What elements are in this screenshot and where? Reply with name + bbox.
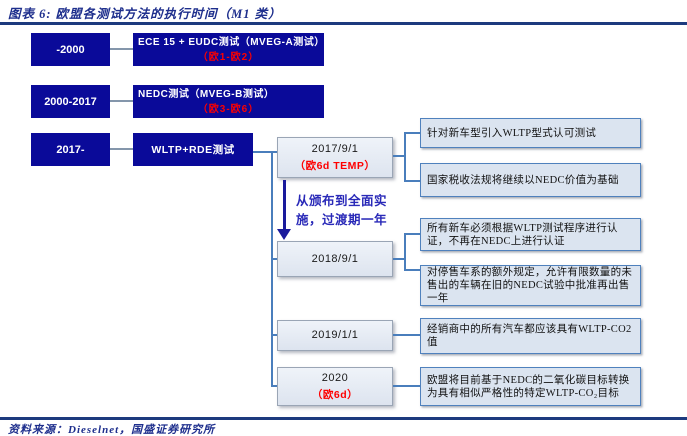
milestone-date: 2017/9/1 <box>311 143 359 155</box>
bracket-stub-line <box>404 269 420 271</box>
period-box-2017plus: 2017- <box>31 133 110 166</box>
tree-branch-line <box>271 258 277 260</box>
detail-box-end-of-series: 对停售车系的额外规定，允许有限数量的未售出的车辆在旧的NEDC试验中批准再出售一… <box>420 265 641 306</box>
milestone-date: 2020 <box>321 372 349 384</box>
bracket-feed-line <box>393 258 404 260</box>
tree-branch-line <box>271 334 277 336</box>
milestone-box-2020: 2020 （欧6d） <box>277 367 393 406</box>
tree-feed-line <box>253 151 277 153</box>
method-box-nedc: NEDC测试（MVEG-B测试） （欧3-欧6） <box>133 85 324 118</box>
milestone-box-2017-9-1: 2017/9/1 （欧6d TEMP） <box>277 137 393 178</box>
detail-box-new-models-wltp: 针对新车型引入WLTP型式认可测试 <box>420 118 641 148</box>
period-label: 2017- <box>56 143 85 156</box>
bracket-vertical-line <box>404 233 406 271</box>
detail-text: 欧盟将目前基于NEDC的二氧化碳目标转换为具有相似严格性的特定WLTP-CO₂目… <box>427 374 630 399</box>
bracket-vertical-line <box>404 132 406 182</box>
period-method-connector <box>110 100 133 102</box>
period-box-pre2000: -2000 <box>31 33 110 66</box>
detail-box-tax-nedc: 国家税收法规将继续以NEDC价值为基础 <box>420 163 641 197</box>
period-label: 2000-2017 <box>44 95 97 108</box>
transition-arrow <box>283 180 286 229</box>
method-box-ece-eudc: ECE 15 + EUDC测试（MVEG-A测试） （欧1-欧2） <box>133 33 324 66</box>
bracket-stub-line <box>404 132 420 134</box>
detail-text: 对停售车系的额外规定，允许有限数量的未售出的车辆在旧的NEDC试验中批准再出售一… <box>427 267 633 304</box>
branch-line-2019 <box>393 334 420 336</box>
method-label: ECE 15 + EUDC测试（MVEG-A测试） <box>138 36 325 48</box>
figure-title: 图表 6: 欧盟各测试方法的执行时间（M1 类） <box>8 7 282 21</box>
method-label: WLTP+RDE测试 <box>151 144 235 156</box>
transition-note: 从颁布到全面实施，过渡期一年 <box>296 194 388 227</box>
emission-standard-label: （欧3-欧6） <box>197 103 260 115</box>
detail-box-all-cars-wltp: 所有新车必须根据WLTP测试程序进行认证，不再在NEDC上进行认证 <box>420 218 641 251</box>
milestone-box-2019-1-1: 2019/1/1 <box>277 320 393 351</box>
tree-branch-line <box>271 385 277 387</box>
method-box-wltp-rde: WLTP+RDE测试 <box>133 133 253 166</box>
detail-box-co2-target-conversion: 欧盟将目前基于NEDC的二氧化碳目标转换为具有相似严格性的特定WLTP-CO₂目… <box>420 367 641 406</box>
period-label: -2000 <box>56 43 85 56</box>
period-box-2000-2017: 2000-2017 <box>31 85 110 118</box>
header-rule <box>0 22 687 25</box>
branch-line-2020 <box>393 385 420 387</box>
transition-arrow-head-icon <box>277 229 291 240</box>
milestone-standard-label: （欧6d TEMP） <box>294 160 376 172</box>
period-method-connector <box>110 48 133 50</box>
milestone-date: 2019/1/1 <box>311 329 359 341</box>
bracket-stub-line <box>404 233 420 235</box>
bracket-stub-line <box>404 180 420 182</box>
tree-trunk-line <box>271 151 273 386</box>
footer-rule <box>0 417 687 420</box>
period-method-connector <box>110 148 133 150</box>
detail-box-dealer-co2: 经销商中的所有汽车都应该具有WLTP-CO2值 <box>420 318 641 354</box>
milestone-date: 2018/9/1 <box>311 252 359 265</box>
method-label: NEDC测试（MVEG-B测试） <box>138 88 275 100</box>
milestone-box-2018-9-1: 2018/9/1 <box>277 241 393 277</box>
milestone-standard-label: （欧6d） <box>311 389 359 401</box>
detail-text: 经销商中的所有汽车都应该具有WLTP-CO2值 <box>427 324 632 348</box>
detail-text: 针对新车型引入WLTP型式认可测试 <box>427 127 597 139</box>
emission-standard-label: （欧1-欧2） <box>197 51 260 63</box>
detail-text: 国家税收法规将继续以NEDC价值为基础 <box>427 174 619 186</box>
bracket-feed-line <box>393 155 404 157</box>
source-note: 资料来源：Dieselnet，国盛证券研究所 <box>8 424 216 436</box>
detail-text: 所有新车必须根据WLTP测试程序进行认证，不再在NEDC上进行认证 <box>427 222 618 247</box>
